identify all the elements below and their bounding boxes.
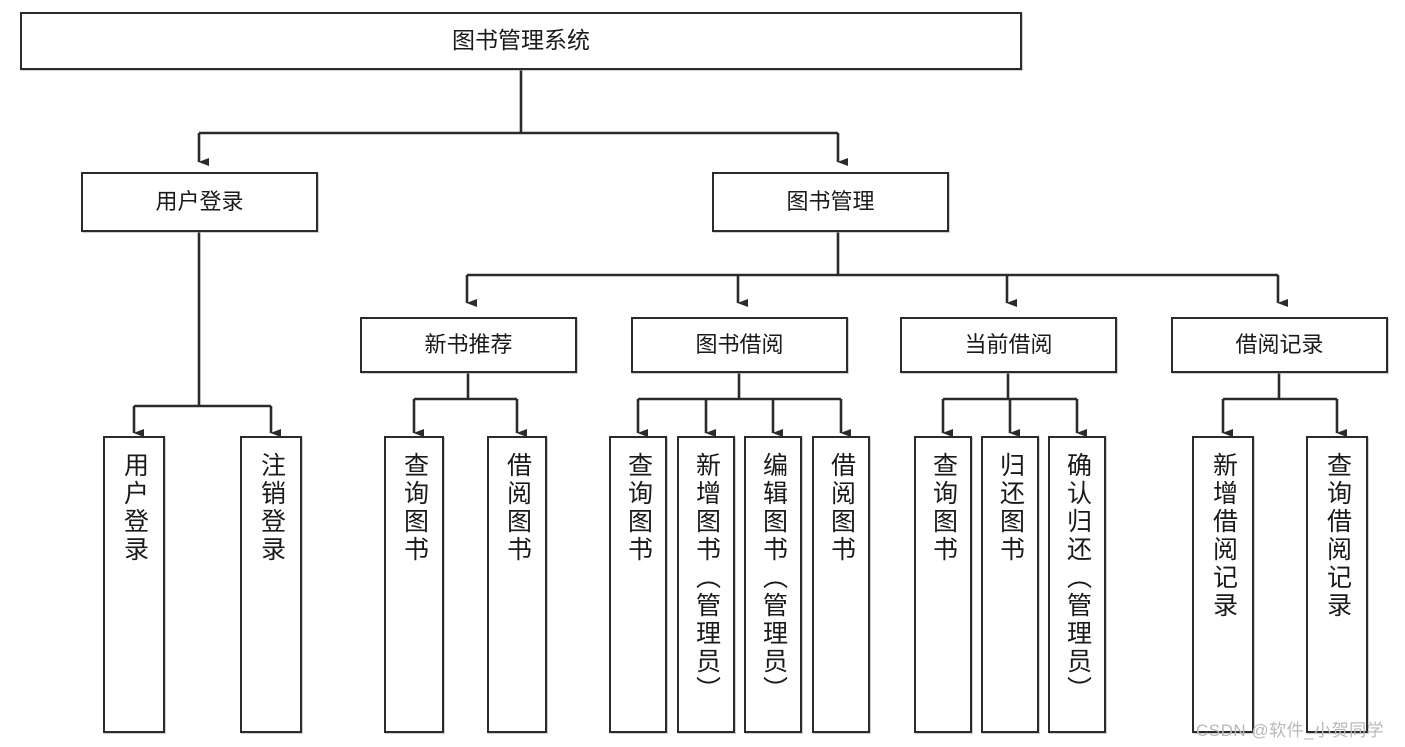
node-leaf-logout[interactable]: 注销登录 (240, 436, 302, 733)
node-leaf-add-book-admin[interactable]: 新增图书（管理员） (677, 436, 735, 733)
node-leaf-return-book-label: 归还图书 (996, 452, 1025, 564)
csdn-watermark: CSDN @软件_小贺同学 (1196, 721, 1385, 740)
node-new-book-rec-label: 新书推荐 (424, 331, 513, 357)
node-book-borrow-label: 图书借阅 (695, 331, 784, 357)
node-leaf-add-borrow-record[interactable]: 新增借阅记录 (1192, 436, 1254, 733)
node-leaf-query-borrow-record-label: 查询借阅记录 (1323, 452, 1352, 620)
node-leaf-query-book-3-label: 查询图书 (929, 452, 958, 564)
node-user-login[interactable]: 用户登录 (81, 172, 318, 232)
node-leaf-return-book[interactable]: 归还图书 (981, 436, 1039, 733)
node-leaf-add-borrow-record-label: 新增借阅记录 (1209, 452, 1238, 620)
node-book-borrow[interactable]: 图书借阅 (631, 317, 848, 373)
node-leaf-borrow-book-2-label: 借阅图书 (827, 452, 856, 564)
node-current-borrow-label: 当前借阅 (964, 331, 1053, 357)
node-user-login-label: 用户登录 (155, 188, 244, 214)
node-current-borrow[interactable]: 当前借阅 (900, 317, 1117, 373)
node-leaf-edit-book-admin-label: 编辑图书（管理员） (759, 452, 788, 704)
node-leaf-edit-book-admin[interactable]: 编辑图书（管理员） (744, 436, 802, 733)
node-leaf-query-book-3[interactable]: 查询图书 (914, 436, 972, 733)
node-leaf-add-book-admin-label: 新增图书（管理员） (692, 452, 721, 704)
node-leaf-query-book-1[interactable]: 查询图书 (384, 436, 444, 733)
node-leaf-query-book-1-label: 查询图书 (400, 452, 429, 564)
node-root[interactable]: 图书管理系统 (20, 12, 1022, 70)
node-leaf-user-login-label: 用户登录 (120, 452, 149, 564)
node-leaf-confirm-return-admin[interactable]: 确认归还（管理员） (1048, 436, 1106, 733)
node-leaf-confirm-return-admin-label: 确认归还（管理员） (1063, 452, 1092, 704)
node-leaf-logout-label: 注销登录 (257, 452, 286, 564)
node-leaf-user-login[interactable]: 用户登录 (103, 436, 165, 733)
node-leaf-query-borrow-record[interactable]: 查询借阅记录 (1306, 436, 1368, 733)
node-new-book-rec[interactable]: 新书推荐 (360, 317, 577, 373)
node-leaf-borrow-book-2[interactable]: 借阅图书 (812, 436, 870, 733)
node-leaf-borrow-book-1-label: 借阅图书 (503, 452, 532, 564)
node-root-label: 图书管理系统 (452, 27, 590, 54)
node-borrow-record[interactable]: 借阅记录 (1171, 317, 1388, 373)
node-leaf-query-book-2[interactable]: 查询图书 (609, 436, 667, 733)
node-leaf-borrow-book-1[interactable]: 借阅图书 (487, 436, 547, 733)
node-book-manage-label: 图书管理 (786, 188, 875, 214)
node-leaf-query-book-2-label: 查询图书 (624, 452, 653, 564)
node-book-manage[interactable]: 图书管理 (712, 172, 949, 232)
node-borrow-record-label: 借阅记录 (1235, 331, 1324, 357)
